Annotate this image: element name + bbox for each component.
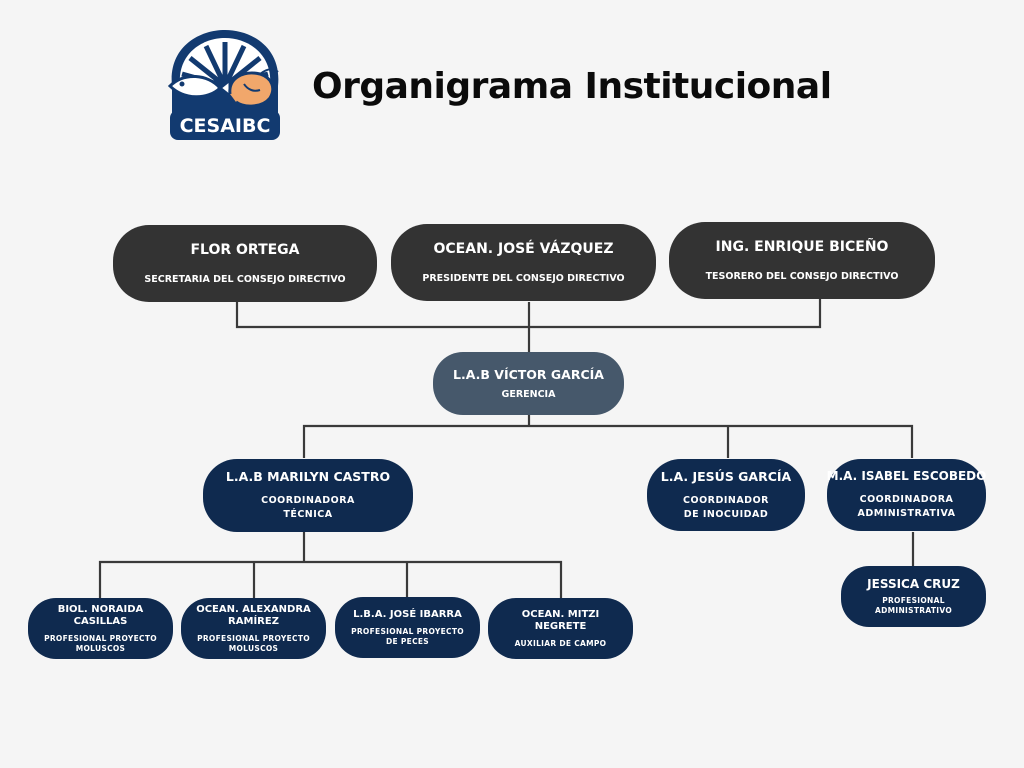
node-name: L.A. JESÚS GARCÍA <box>660 468 792 484</box>
node-name: L.A.B MARILYN CASTRO <box>225 469 391 484</box>
node-admin-staff-1: JESSICA CRUZ PROFESIONAL ADMINISTRATIVO <box>841 566 986 627</box>
node-staff-3: L.B.A. JOSÉ IBARRA PROFESIONAL PROYECTO … <box>335 597 480 658</box>
node-role: PROFESIONAL ADMINISTRATIVO <box>874 595 953 615</box>
node-staff-2: OCEAN. ALEXANDRA RAMÍREZ PROFESIONAL PRO… <box>181 598 326 659</box>
node-role: SECRETARIA DEL CONSEJO DIRECTIVO <box>144 274 346 285</box>
node-name: OCEAN. ALEXANDRA RAMÍREZ <box>196 603 311 627</box>
cesaibc-logo: CESAIBC <box>167 30 280 140</box>
node-staff-4: OCEAN. MITZI NEGRETE AUXILIAR DE CAMPO <box>488 598 633 659</box>
node-name: OCEAN. JOSÉ VÁZQUEZ <box>433 241 614 257</box>
node-role: GERENCIA <box>501 389 556 400</box>
connector-coord-bar <box>302 424 914 458</box>
node-safety-coordinator: L.A. JESÚS GARCÍA COORDINADOR DE INOCUID… <box>647 459 805 531</box>
node-role: COORDINADORA ADMINISTRATIVA <box>857 494 956 519</box>
node-role: PROFESIONAL PROYECTO DE PECES <box>351 626 464 646</box>
node-staff-1: BIOL. NORAIDA CASILLAS PROFESIONAL PROYE… <box>28 598 173 659</box>
connector-tech-bar <box>98 560 563 598</box>
node-name: ING. ENRIQUE BICEÑO <box>715 239 889 255</box>
node-admin-coordinator: M.A. ISABEL ESCOBEDO COORDINADORA ADMINI… <box>827 459 986 531</box>
page-title: Organigrama Institucional <box>312 66 832 107</box>
node-treasurer: ING. ENRIQUE BICEÑO TESORERO DEL CONSEJO… <box>669 222 935 299</box>
node-role: COORDINADOR DE INOCUIDAD <box>683 494 769 520</box>
node-name: L.B.A. JOSÉ IBARRA <box>353 608 462 620</box>
node-role: PROFESIONAL PROYECTO MOLUSCOS <box>44 633 157 653</box>
node-name: M.A. ISABEL ESCOBEDO <box>826 469 987 483</box>
node-role: TESORERO DEL CONSEJO DIRECTIVO <box>705 271 899 282</box>
node-role: PROFESIONAL PROYECTO MOLUSCOS <box>197 633 310 653</box>
node-name: L.A.B VÍCTOR GARCÍA <box>453 367 604 382</box>
node-name: JESSICA CRUZ <box>867 576 960 591</box>
node-name: FLOR ORTEGA <box>190 242 300 258</box>
node-role: AUXILIAR DE CAMPO <box>514 638 607 648</box>
node-name: OCEAN. MITZI NEGRETE <box>521 608 600 632</box>
node-name: BIOL. NORAIDA CASILLAS <box>57 603 144 627</box>
node-secretary: FLOR ORTEGA SECRETARIA DEL CONSEJO DIREC… <box>113 225 377 302</box>
node-president: OCEAN. JOSÉ VÁZQUEZ PRESIDENTE DEL CONSE… <box>391 224 656 301</box>
logo-text: CESAIBC <box>180 115 271 137</box>
shrimp-icon <box>228 68 279 108</box>
node-role: COORDINADORA TÉCNICA <box>261 495 355 520</box>
node-technical-coordinator: L.A.B MARILYN CASTRO COORDINADORA TÉCNIC… <box>203 459 413 532</box>
node-manager: L.A.B VÍCTOR GARCÍA GERENCIA <box>433 352 624 415</box>
node-role: PRESIDENTE DEL CONSEJO DIRECTIVO <box>422 273 625 284</box>
